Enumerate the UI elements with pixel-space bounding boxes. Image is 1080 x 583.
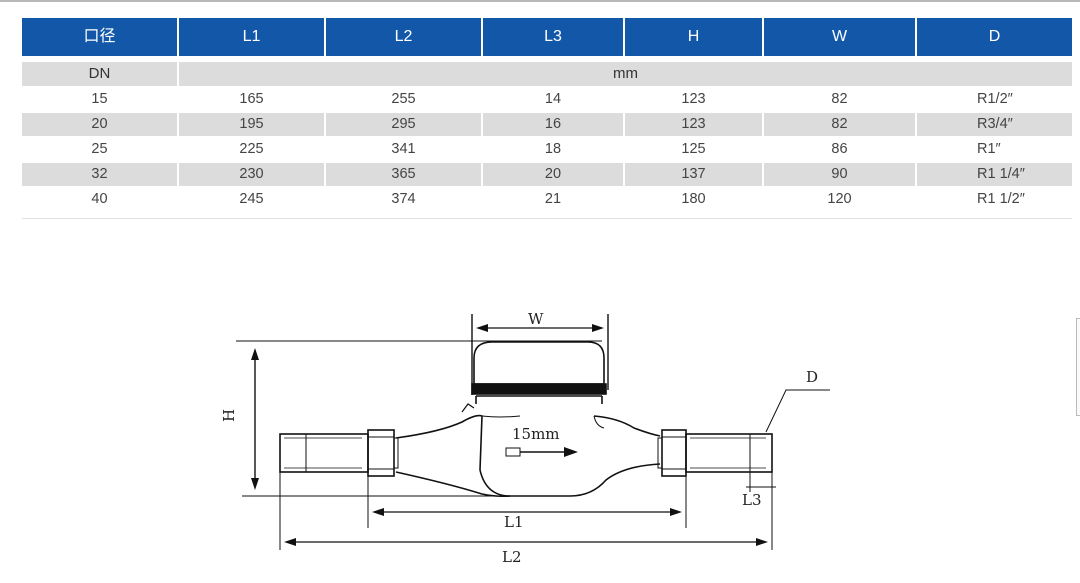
cell-l3: 21 — [544, 191, 562, 207]
body-top-right — [593, 415, 605, 429]
table-bottom-divider — [22, 218, 1072, 219]
cell-w: 90 — [764, 163, 915, 186]
cell-dn: 25 — [91, 141, 108, 157]
cell-l2: 295 — [326, 113, 481, 136]
table-row: 20 195 295 16 123 82 R3/4″ — [22, 113, 1072, 136]
table-header-row: 口径 L1 L2 L3 H W D — [22, 18, 1072, 56]
cell-l1: 225 — [239, 141, 264, 157]
d-leader — [765, 389, 830, 433]
table-row: 25 225 341 18 125 86 R1″ — [22, 138, 1072, 161]
flow-arrow-tail — [505, 447, 521, 457]
cell-l1: 230 — [179, 163, 324, 186]
l2-arrow-right — [756, 538, 768, 546]
unit-row: DN mm — [22, 62, 1072, 86]
cell-h: 180 — [681, 191, 706, 207]
unit-mm: mm — [179, 62, 1072, 86]
header-l3: L3 — [483, 18, 623, 56]
table-row: 15 165 255 14 123 82 R1/2″ — [22, 88, 1072, 111]
cell-d: R1 1/4″ — [917, 163, 1072, 186]
register-dome — [473, 341, 605, 385]
cell-l1: 165 — [239, 91, 264, 107]
table-row: 40 245 374 21 180 120 R1 1/2″ — [22, 188, 1072, 211]
header-l1: L1 — [179, 18, 324, 56]
right-tailpiece — [685, 433, 773, 473]
cell-w: 82 — [764, 113, 915, 136]
cell-d: R1 1/2″ — [977, 191, 1025, 207]
seal-mark — [461, 403, 475, 413]
cell-l2: 341 — [391, 141, 416, 157]
l1-arrow-right — [670, 508, 682, 516]
header-bore: 口径 — [22, 18, 177, 56]
header-d: D — [917, 18, 1072, 56]
unit-dn: DN — [22, 62, 177, 86]
cell-h: 125 — [681, 141, 706, 157]
cell-l1: 195 — [179, 113, 324, 136]
table-row: 32 230 365 20 137 90 R1 1/4″ — [22, 163, 1072, 186]
cell-h: 137 — [625, 163, 762, 186]
cell-w: 120 — [827, 191, 852, 207]
cell-d: R3/4″ — [917, 113, 1072, 136]
w-arrow-right — [592, 324, 604, 332]
cell-d: R1/2″ — [977, 91, 1013, 107]
scrollbar-edge[interactable] — [1076, 318, 1080, 416]
dimension-table: 口径 L1 L2 L3 H W D DN mm 15 165 255 14 12… — [22, 18, 1072, 211]
left-nut-collar — [393, 437, 399, 469]
right-nut-collar — [657, 437, 663, 469]
cell-dn: 20 — [22, 113, 177, 136]
w-label: W — [528, 310, 544, 328]
header-h: H — [625, 18, 762, 56]
cell-h: 123 — [681, 91, 706, 107]
header-w: W — [764, 18, 915, 56]
cell-h: 123 — [625, 113, 762, 136]
cell-l1: 245 — [239, 191, 264, 207]
body-left-lower — [395, 471, 511, 498]
body-top-left — [481, 415, 521, 418]
l2-arrow-left — [284, 538, 296, 546]
cell-dn: 15 — [91, 91, 108, 107]
cell-dn: 32 — [22, 163, 177, 186]
left-tailpiece — [279, 433, 369, 473]
cell-w: 82 — [831, 91, 848, 107]
body-right-upper — [593, 415, 661, 437]
cell-l3: 16 — [483, 113, 623, 136]
cell-l3: 18 — [544, 141, 562, 157]
body-left-curve — [395, 414, 511, 497]
register-ring — [471, 383, 607, 395]
cell-d: R1″ — [977, 141, 1001, 157]
cell-l3: 14 — [544, 91, 562, 107]
cell-l2: 374 — [391, 191, 416, 207]
body-right-lower — [510, 463, 661, 497]
cell-dn: 40 — [91, 191, 108, 207]
l1-label: L1 — [504, 513, 524, 531]
cell-l3: 20 — [483, 163, 623, 186]
cell-w: 86 — [831, 141, 848, 157]
l2-label: L2 — [502, 548, 522, 566]
header-l2: L2 — [326, 18, 481, 56]
water-meter-dimension-drawing: H W 15mm — [210, 300, 840, 583]
cell-l2: 255 — [391, 91, 416, 107]
h-label: H — [220, 409, 238, 422]
l3-label: L3 — [742, 491, 762, 509]
flow-arrow-icon — [564, 447, 578, 457]
l1-arrow-left — [372, 508, 384, 516]
w-arrow-left — [476, 324, 488, 332]
h-arrow-down — [251, 478, 259, 490]
h-arrow-up — [251, 348, 259, 360]
top-divider — [0, 0, 1080, 2]
cell-l2: 365 — [326, 163, 481, 186]
body-size-label: 15mm — [512, 425, 560, 443]
d-label: D — [806, 368, 818, 386]
